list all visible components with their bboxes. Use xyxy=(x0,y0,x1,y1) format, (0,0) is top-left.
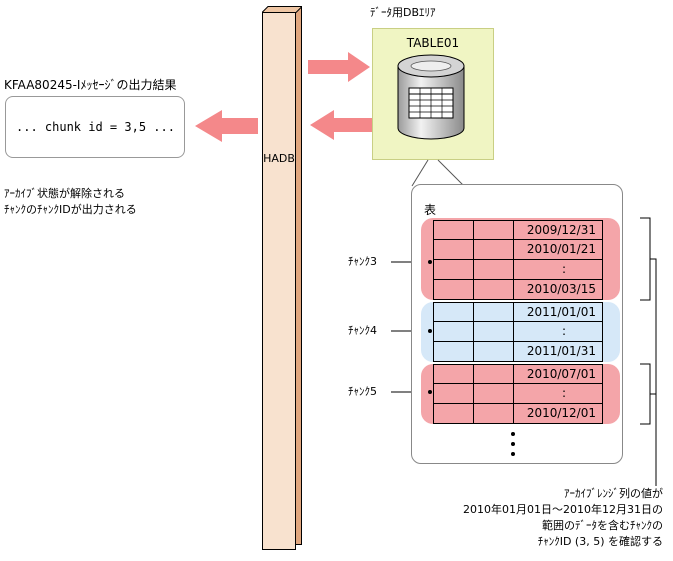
table-row: 2010/12/01 xyxy=(433,404,603,424)
note-line2: 2010年01月01日～2010年12月31日の xyxy=(463,503,663,516)
range-value: 2009/12/31 xyxy=(526,223,596,237)
chunk5-marker xyxy=(428,390,432,394)
table-row: 2010/03/15 xyxy=(433,280,603,300)
table-row: : xyxy=(433,384,603,404)
range-value-ellipsis: : xyxy=(561,386,567,400)
output-message-box xyxy=(5,96,185,158)
table-row: 2011/01/01 xyxy=(433,302,603,322)
arrow-left-icon xyxy=(195,110,258,142)
output-message: ... chunk id = 3,5 ... xyxy=(16,120,175,134)
output-title: KFAA80245-Iﾒｯｾｰｼﾞの出力結果 xyxy=(4,78,177,92)
chunk5-highlight xyxy=(421,364,620,424)
arrow-right-icon xyxy=(308,52,370,82)
note-line3: 範囲のﾃﾞｰﾀを含むﾁｬﾝｸの xyxy=(542,519,663,532)
range-value: 2010/01/21 xyxy=(526,242,596,256)
table-name: TABLE01 xyxy=(406,36,460,50)
range-value: 2010/03/15 xyxy=(526,282,596,296)
database-cylinder-icon xyxy=(397,54,465,140)
table-row: 2010/01/21 xyxy=(433,240,603,260)
chunk4-highlight xyxy=(421,302,620,362)
range-value-ellipsis: : xyxy=(561,262,567,276)
range-value: 2010/07/01 xyxy=(526,367,596,381)
continuation-dot xyxy=(511,442,515,446)
continuation-dot xyxy=(511,452,515,456)
hadb-pillar-top xyxy=(262,6,302,13)
hadb-label: HADB xyxy=(263,152,295,165)
chunk4-marker xyxy=(428,329,432,333)
continuation-dot xyxy=(511,432,515,436)
output-note-line2: ﾁｬﾝｸのﾁｬﾝｸIDが出力される xyxy=(4,203,137,216)
chunk4-label: ﾁｬﾝｸ4 xyxy=(348,324,377,337)
note-line1: ｱｰｶｲﾌﾞﾚﾝｼﾞ列の値が xyxy=(564,487,663,500)
range-value-ellipsis: : xyxy=(561,324,567,338)
output-note-line1: ｱｰｶｲﾌﾞ状態が解除される xyxy=(4,187,125,200)
dbarea-label: ﾃﾞｰﾀ用DBｴﾘｱ xyxy=(370,6,436,19)
range-value: 2010/12/01 xyxy=(526,406,596,420)
chunk3-marker xyxy=(428,260,432,264)
note-line4: ﾁｬﾝｸID (3, 5) を確認する xyxy=(537,535,663,548)
table-row: 2009/12/31 xyxy=(433,220,603,240)
range-value: 2011/01/31 xyxy=(526,344,596,358)
table-row: 2010/07/01 xyxy=(433,364,603,384)
chunk5-label: ﾁｬﾝｸ5 xyxy=(348,385,377,398)
range-value: 2011/01/01 xyxy=(526,305,596,319)
table-row: : xyxy=(433,260,603,280)
table-label: 表 xyxy=(424,203,437,217)
table-row: : xyxy=(433,322,603,342)
chunk3-label: ﾁｬﾝｸ3 xyxy=(348,255,377,268)
table-row: 2011/01/31 xyxy=(433,342,603,362)
arrow-left-icon xyxy=(310,110,372,140)
hadb-pillar xyxy=(262,12,296,550)
